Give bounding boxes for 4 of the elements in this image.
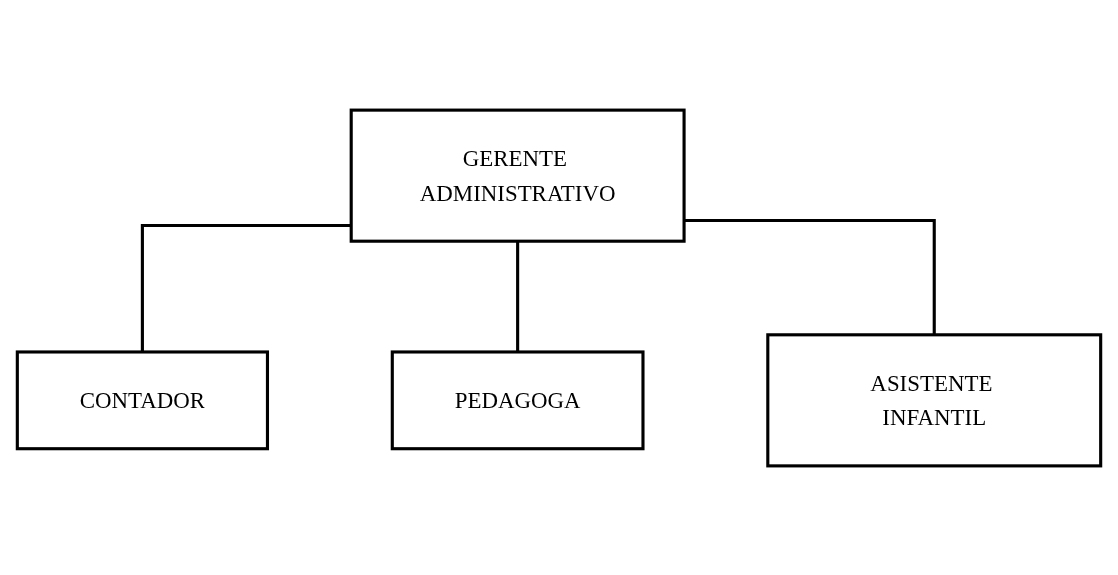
node-box: ASISTENTE INFANTIL xyxy=(766,332,1103,467)
node-box: CONTADOR xyxy=(15,349,269,450)
node-box: GERENTE ADMINISTRATIVO xyxy=(349,108,686,243)
node-box: PEDAGOGA xyxy=(390,349,645,450)
